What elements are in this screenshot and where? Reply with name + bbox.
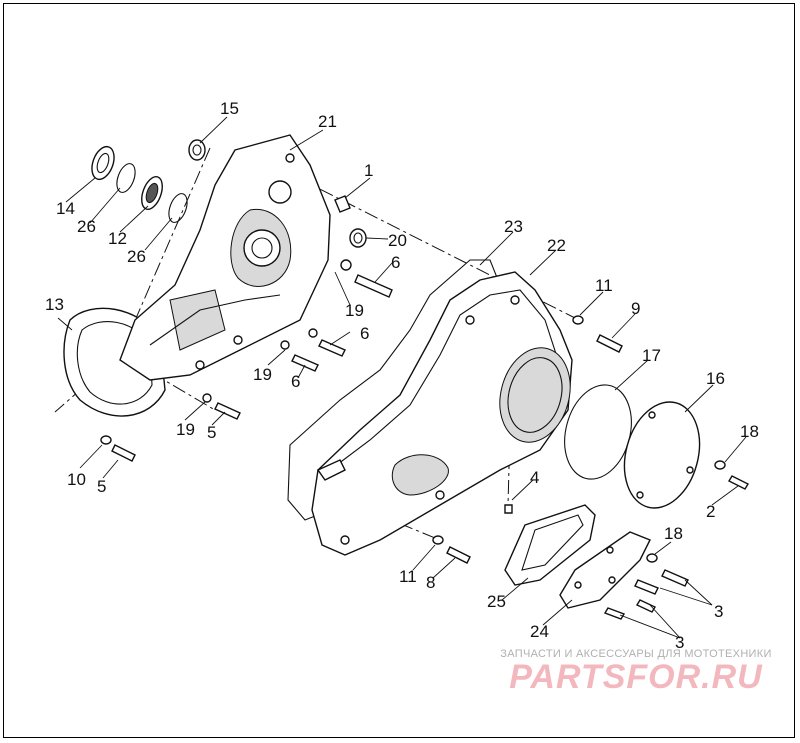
callout-label: 26	[127, 247, 146, 266]
inner-fasteners	[100, 259, 393, 462]
callout-label: 18	[740, 422, 759, 441]
callout-label: 6	[360, 324, 369, 343]
part-22-outer-cover	[311, 271, 573, 556]
callout-label: 12	[108, 229, 127, 248]
dowel-and-seal	[334, 195, 367, 248]
watermark-logo: PARTSFOR.RU	[509, 658, 763, 696]
outer-fasteners	[432, 315, 749, 564]
callout-label: 14	[56, 199, 75, 218]
callout-label: 19	[253, 365, 272, 384]
watermark-caption: ЗАПЧАСТИ И АКСЕССУАРЫ ДЛЯ МОТОТЕХНИКИ	[500, 648, 772, 660]
part-16-derby-cover	[623, 401, 701, 509]
callout-label: 11	[399, 567, 417, 586]
callout-label: 18	[664, 524, 683, 543]
diagram-frame	[3, 3, 795, 738]
callout-label: 26	[77, 217, 96, 236]
leader-lines	[57, 116, 747, 639]
callout-label: 22	[547, 236, 566, 255]
bearing-stack	[91, 139, 206, 223]
callout-label: 2	[706, 502, 715, 521]
callout-label: 20	[388, 231, 407, 250]
callout-label: 5	[207, 423, 216, 442]
callout-label: 21	[318, 112, 337, 131]
callout-label: 9	[631, 299, 640, 318]
callout-label: 17	[642, 346, 661, 365]
callout-label: 13	[45, 295, 64, 314]
callout-numbers: 1 2 3 3 4 5 5 6 6 6 8 9 10 11 11 12 13 1…	[45, 99, 759, 652]
callout-label: 25	[487, 592, 506, 611]
callout-label: 5	[97, 477, 106, 496]
callout-label: 11	[595, 276, 613, 295]
callout-label: 8	[426, 573, 435, 592]
callout-label: 3	[714, 602, 723, 621]
callout-label: 23	[504, 217, 523, 236]
inspection-cover	[504, 504, 689, 620]
callout-label: 15	[220, 99, 239, 118]
part-21-inner-housing	[119, 134, 331, 381]
callout-label: 19	[176, 420, 195, 439]
callout-label: 6	[391, 253, 400, 272]
watermark: ЗАПЧАСТИ И АКСЕССУАРЫ ДЛЯ МОТОТЕХНИКИ PA…	[486, 648, 786, 697]
callout-label: 10	[67, 470, 86, 489]
callout-label: 4	[530, 468, 539, 487]
callout-label: 19	[345, 301, 364, 320]
callout-label: 24	[530, 622, 549, 641]
callout-label: 16	[706, 369, 725, 388]
callout-label: 1	[364, 161, 373, 180]
callout-label: 6	[291, 372, 300, 391]
callout-label: 3	[675, 633, 684, 652]
